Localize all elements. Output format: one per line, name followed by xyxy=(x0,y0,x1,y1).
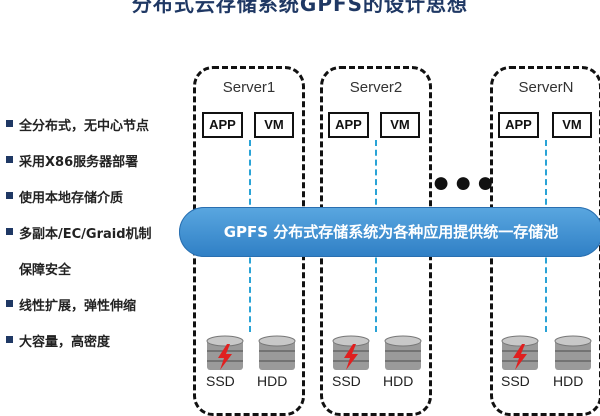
bullet-square-icon xyxy=(6,300,13,307)
feature-item: 线性扩展，弹性伸缩 xyxy=(6,295,136,314)
app-box: APP xyxy=(328,112,369,138)
feature-text: 全分布式，无中心节点 xyxy=(19,119,150,134)
ssd-drive-icon xyxy=(206,335,244,370)
server-name: ServerN xyxy=(518,79,574,96)
feature-item: 多副本/EC/Graid机制 xyxy=(6,223,152,242)
storage-pool-banner: GPFS 分布式存储系统为各种应用提供统一存储池 xyxy=(179,207,600,257)
ellipsis-dots: ●●● xyxy=(432,166,499,199)
ssd-label: SSD xyxy=(206,373,235,389)
bullet-square-icon xyxy=(6,156,13,163)
hdd-drive-icon xyxy=(258,335,296,370)
server-name: Server2 xyxy=(349,79,403,96)
app-box: APP xyxy=(498,112,539,138)
feature-item: 使用本地存储介质 xyxy=(6,187,123,206)
bullet-square-icon xyxy=(6,228,13,235)
feature-text: 大容量，高密度 xyxy=(19,335,111,350)
hdd-drive-icon xyxy=(384,335,422,370)
feature-item-continued: 保障安全 xyxy=(19,259,71,278)
feature-item: 采用X86服务器部署 xyxy=(6,151,138,170)
diagram-title: 分布式云存储系统GPFS的设计思想 xyxy=(131,0,469,16)
vm-box: VM xyxy=(254,112,294,138)
ssd-drive-icon xyxy=(501,335,539,370)
hdd-label: HDD xyxy=(257,373,288,389)
feature-text: 多副本/EC/Graid机制 xyxy=(19,227,152,242)
server-name: Server1 xyxy=(222,79,276,96)
feature-text: 保障安全 xyxy=(19,263,72,278)
feature-item: 全分布式，无中心节点 xyxy=(6,115,149,134)
feature-text: 采用X86服务器部署 xyxy=(19,155,139,170)
ssd-label: SSD xyxy=(332,373,361,389)
hdd-drive-icon xyxy=(554,335,592,370)
feature-text: 线性扩展，弹性伸缩 xyxy=(19,299,137,314)
feature-item: 大容量，高密度 xyxy=(6,331,110,350)
feature-text: 使用本地存储介质 xyxy=(19,191,124,206)
hdd-label: HDD xyxy=(553,373,584,389)
bullet-square-icon xyxy=(6,336,13,343)
ssd-drive-icon xyxy=(332,335,370,370)
vm-box: VM xyxy=(552,112,592,138)
hdd-label: HDD xyxy=(383,373,414,389)
ssd-label: SSD xyxy=(501,373,530,389)
bullet-square-icon xyxy=(6,192,13,199)
vm-box: VM xyxy=(380,112,420,138)
bullet-square-icon xyxy=(6,120,13,127)
app-box: APP xyxy=(202,112,243,138)
